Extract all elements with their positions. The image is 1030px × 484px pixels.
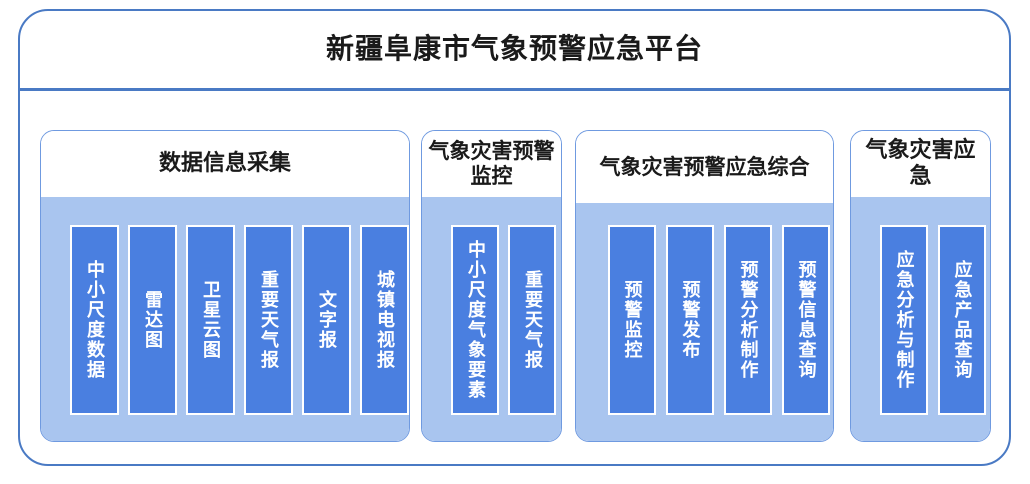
section-header: 数据信息采集 xyxy=(41,131,409,197)
section-header: 气象灾害预警监控 xyxy=(422,131,561,197)
item-box[interactable]: 文字报 xyxy=(301,225,351,415)
section-card-disaster-emergency[interactable]: 气象灾害应急 应急分析与制作 应急产品查询 xyxy=(850,130,991,442)
item-box[interactable]: 应急分析与制作 xyxy=(879,225,928,415)
item-label: 中小尺度气象要素 xyxy=(465,240,486,400)
section-body: 中小尺度气象要素 重要天气报 xyxy=(422,197,561,441)
platform-frame: 新疆阜康市气象预警应急平台 数据信息采集 中小尺度数据 雷达图 卫星云图 重要天… xyxy=(18,9,1011,466)
item-label: 文字报 xyxy=(316,290,337,350)
item-box[interactable]: 应急产品查询 xyxy=(937,225,986,415)
item-label: 重要天气报 xyxy=(522,270,543,370)
section-header: 气象灾害预警应急综合 xyxy=(576,131,833,203)
section-body: 中小尺度数据 雷达图 卫星云图 重要天气报 文字报 城镇电视报 xyxy=(41,197,409,441)
item-box[interactable]: 中小尺度数据 xyxy=(69,225,119,415)
item-box[interactable]: 中小尺度气象要素 xyxy=(451,225,499,415)
item-box[interactable]: 城镇电视报 xyxy=(359,225,409,415)
section-body: 应急分析与制作 应急产品查询 xyxy=(851,197,990,441)
section-card-warning-emergency-integrated[interactable]: 气象灾害预警应急综合 预警监控 预警发布 预警分析制作 预警信息查询 xyxy=(575,130,834,442)
sections-area: 数据信息采集 中小尺度数据 雷达图 卫星云图 重要天气报 文字报 城 xyxy=(20,91,1009,465)
item-label: 应急产品查询 xyxy=(951,260,973,380)
section-body: 预警监控 预警发布 预警分析制作 预警信息查询 xyxy=(576,203,833,441)
item-label: 应急分析与制作 xyxy=(893,250,915,390)
page-title: 新疆阜康市气象预警应急平台 xyxy=(325,32,703,65)
item-label: 重要天气报 xyxy=(258,270,279,370)
item-box[interactable]: 雷达图 xyxy=(127,225,177,415)
item-label: 城镇电视报 xyxy=(374,270,395,370)
section-card-warning-monitoring[interactable]: 气象灾害预警监控 中小尺度气象要素 重要天气报 xyxy=(421,130,562,442)
title-divider xyxy=(20,88,1009,91)
item-box[interactable]: 卫星云图 xyxy=(185,225,235,415)
item-box[interactable]: 预警信息查询 xyxy=(781,225,830,415)
item-label: 预警发布 xyxy=(679,280,701,360)
item-box[interactable]: 重要天气报 xyxy=(243,225,293,415)
item-box[interactable]: 预警监控 xyxy=(607,225,656,415)
item-label: 预警信息查询 xyxy=(795,260,817,380)
item-box[interactable]: 重要天气报 xyxy=(508,225,556,415)
item-label: 雷达图 xyxy=(142,290,163,350)
section-header: 气象灾害应急 xyxy=(851,131,990,197)
item-label: 卫星云图 xyxy=(200,280,221,360)
section-card-data-collection[interactable]: 数据信息采集 中小尺度数据 雷达图 卫星云图 重要天气报 文字报 城 xyxy=(40,130,410,442)
item-label: 中小尺度数据 xyxy=(84,260,105,380)
item-label: 预警分析制作 xyxy=(737,260,759,380)
item-label: 预警监控 xyxy=(621,280,643,360)
item-box[interactable]: 预警发布 xyxy=(665,225,714,415)
item-box[interactable]: 预警分析制作 xyxy=(723,225,772,415)
